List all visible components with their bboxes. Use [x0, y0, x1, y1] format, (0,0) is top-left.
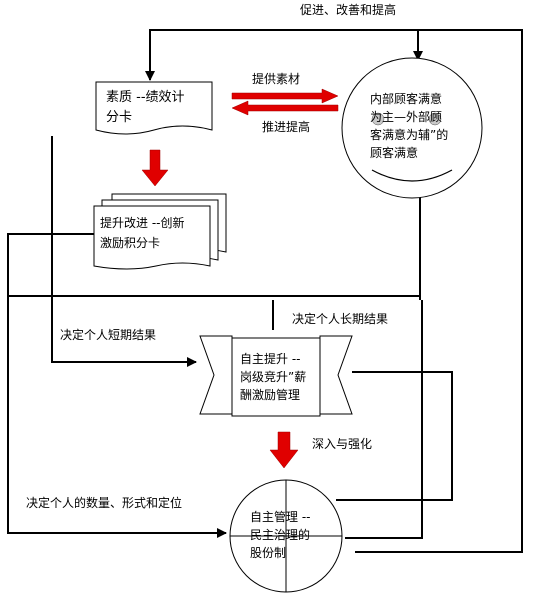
position-label: 决定个人的数量、形式和定位 [26, 496, 183, 510]
satisfaction-text: 内部顾客满意 为主—外部顾 客满意为辅”的 顾客满意 [370, 90, 448, 162]
satisfaction-line4: 顾客满意 [370, 146, 419, 160]
self-promote-line3: 酬激励管理 [240, 388, 301, 402]
quality-box [95, 81, 213, 135]
provide-material-arrow [231, 88, 339, 104]
long-term-label: 决定个人长期结果 [292, 312, 389, 326]
provide-material-label: 提供素材 [252, 72, 301, 86]
quality-text: 素质 --绩效计 分卡 [106, 88, 185, 128]
position-line [7, 233, 227, 538]
short-term-result-line [51, 136, 197, 367]
improve-text: 提升改进 --创新 激励积分卡 [100, 213, 184, 253]
self-promote-right-line [336, 371, 453, 501]
improve-line1: 提升改进 --创新 [100, 216, 185, 230]
left-eye-icon [371, 112, 385, 126]
satisfaction-line3: 客满意为辅”的 [370, 128, 449, 142]
self-manage-text: 自主管理 -- 民主治理的 股份制 [250, 508, 310, 562]
top-feedback-label: 促进、改善和提高 [300, 3, 397, 17]
deepen-label: 深入与强化 [312, 437, 373, 451]
short-term-label: 决定个人短期结果 [60, 328, 157, 342]
push-improve-arrow [231, 100, 339, 116]
down-arrow-deepen [269, 431, 299, 469]
self-manage-line1: 自主管理 -- [250, 510, 311, 524]
satisfaction-line1: 内部顾客满意 [370, 92, 443, 106]
quality-line2: 分卡 [106, 110, 133, 125]
self-manage-circle [229, 479, 343, 593]
self-manage-line2: 民主治理的 [250, 528, 311, 542]
satisfaction-circle [341, 57, 483, 199]
self-promote-line2: 岗级竞升”薪 [240, 370, 307, 384]
self-promote-text: 自主提升 -- 岗级竞升”薪 酬激励管理 [240, 350, 306, 404]
right-eye-icon [428, 112, 442, 126]
push-improve-label: 推进提高 [262, 120, 311, 134]
self-manage-line3: 股份制 [250, 546, 287, 560]
quality-line1: 素质 --绩效计 [106, 90, 185, 105]
improve-box [93, 193, 227, 270]
satisfaction-line2: 为主—外部顾 [370, 110, 443, 124]
down-arrow-quality [141, 149, 169, 187]
self-promote-line1: 自主提升 -- [240, 352, 301, 366]
improve-line2: 激励积分卡 [100, 236, 161, 250]
satisfaction-down-line [345, 300, 423, 539]
self-promote-scroll [199, 335, 353, 417]
smile-icon [371, 169, 453, 182]
feedback-loop-line [145, 29, 523, 553]
